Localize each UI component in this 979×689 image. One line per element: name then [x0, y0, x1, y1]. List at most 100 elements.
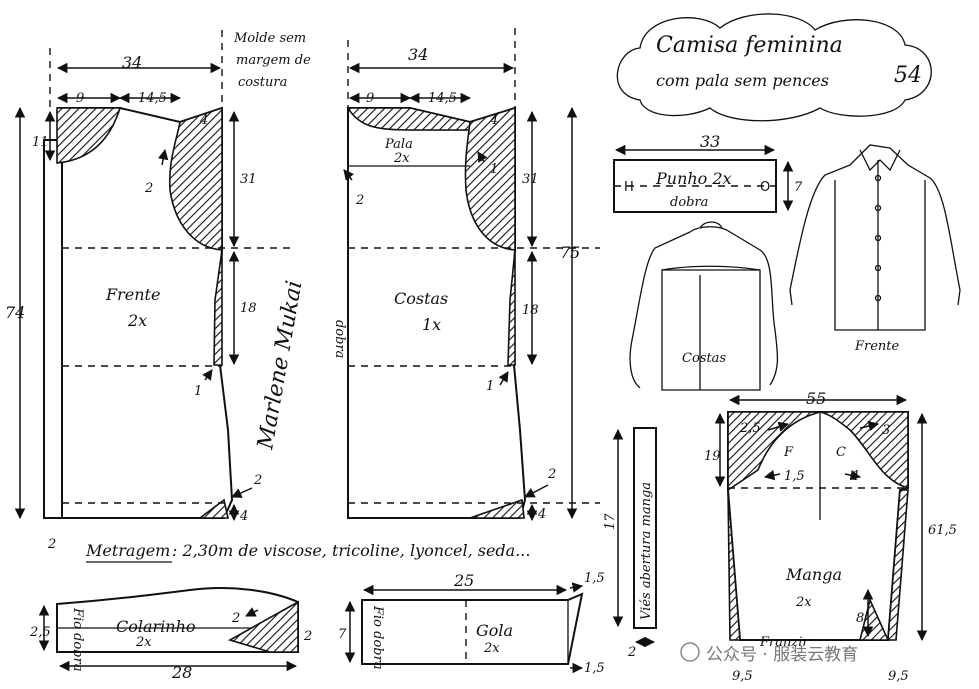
- metragem-text: : 2,30m de viscose, tricoline, lyoncel, …: [172, 541, 530, 560]
- manga-qty: 2x: [795, 595, 812, 610]
- manga-cuff-right: 9,5: [888, 669, 909, 684]
- frente-qty: 2x: [127, 311, 147, 330]
- manga-cap-right: 3: [882, 423, 890, 438]
- gola-fold: Fio dobra: [370, 605, 385, 670]
- gola-bottom-ext: 1,5: [584, 661, 605, 676]
- manga-back: C: [836, 445, 846, 460]
- costas-mark-2: 1: [490, 162, 498, 177]
- costas-neck-hatch: [346, 107, 471, 131]
- frente-armhole-hatch: [168, 106, 223, 251]
- costas-sketch: Costas: [629, 221, 779, 391]
- frente-side: 18: [240, 301, 257, 316]
- gola-label: Gola: [476, 621, 513, 640]
- manga-slit: 8: [856, 611, 864, 626]
- frente-hem-hatch: [197, 498, 229, 519]
- frente-neck-depth: 11: [32, 135, 49, 150]
- costas-drop: 4: [489, 113, 498, 128]
- manga-label: Manga: [785, 565, 842, 584]
- manga-side-hatch-left: [727, 489, 741, 641]
- costas-sketch-label: Costas: [682, 351, 726, 366]
- punho-piece: 33 7 H O Punho 2x dobra: [613, 132, 803, 213]
- watermark-text: 公众号 · 服装云教育: [706, 645, 858, 665]
- frente-placket: [43, 139, 63, 519]
- watermark: 公众号 · 服装云教育: [680, 642, 858, 665]
- frente-side-hatch: [213, 249, 223, 366]
- costas-neck: 9: [366, 91, 374, 106]
- colarinho-label: Colarinho: [116, 617, 196, 636]
- svg-text:costura: costura: [238, 75, 287, 90]
- metragem: Metragem : 2,30m de viscose, tricoline, …: [85, 541, 530, 563]
- title-line2: com pala sem pences: [656, 71, 829, 90]
- manga-cap-left: 2,5: [739, 421, 761, 436]
- frente-drop: 4: [199, 113, 208, 128]
- costas-piece: 34 9 14,5 4 31 18 75 4 2 1 1 2 Pala 2x C…: [332, 28, 600, 522]
- colarinho-end: 2: [303, 629, 312, 644]
- svg-text:Molde sem: Molde sem: [233, 31, 306, 46]
- frente-label: Frente: [105, 285, 160, 304]
- costas-side: 18: [522, 303, 539, 318]
- manga-front: F: [783, 445, 794, 460]
- title-number: 54: [894, 63, 922, 88]
- colarinho-hatch: [227, 600, 299, 653]
- colarinho-qty: 2x: [135, 635, 152, 650]
- vies-width: 2: [627, 645, 636, 660]
- colarinho-fold: Fio dobra: [70, 607, 85, 672]
- colarinho-width: 28: [171, 663, 192, 682]
- frente-neck: 9: [76, 91, 84, 106]
- costas-mark-4: 2: [547, 467, 556, 482]
- vies-piece: 17 2 Viés abertura manga: [603, 427, 657, 660]
- frente-width: 34: [122, 53, 142, 72]
- metragem-label: Metragem: [85, 541, 170, 560]
- colarinho-height: 2,5: [29, 625, 51, 640]
- manga-cap-hatch-right: [819, 411, 909, 490]
- molde-note: Molde sem margem de costura: [233, 31, 311, 90]
- costas-mark-1: 2: [355, 193, 364, 208]
- manga-cuff-left: 9,5: [732, 669, 753, 684]
- vies-label: Viés abertura manga: [639, 482, 654, 620]
- manga-side-hatch-right: [887, 489, 909, 641]
- costas-qty: 1x: [422, 315, 441, 334]
- manga-mark-left: 1,5: [784, 469, 805, 484]
- manga-cap-hatch-left: [727, 411, 821, 492]
- punho-button: H: [624, 180, 634, 195]
- manga-gather: Franzir: [759, 635, 809, 650]
- punho-hole: O: [760, 180, 770, 195]
- gola-piece: 25 7 1,5 1,5 Gola 2x Fio dobra: [338, 571, 605, 676]
- gola-height: 7: [338, 627, 347, 642]
- costas-width: 34: [408, 45, 428, 64]
- frente-sketch-label: Frente: [854, 339, 900, 354]
- frente-piece: 34 9 14,5 4 11 31 18 74 2 4 2 1 2 Frente…: [5, 30, 292, 552]
- costas-label: Costas: [394, 289, 448, 308]
- costas-hem-hatch: [469, 498, 525, 519]
- costas-side-hatch: [507, 249, 516, 366]
- costas-hem-side: 4: [537, 507, 546, 522]
- colarinho-mark: 2: [231, 611, 240, 626]
- frente-sketch: Frente: [789, 144, 961, 354]
- gola-top-ext: 1,5: [584, 571, 605, 586]
- manga-piece: 55 19 61,5 9,5 9,5 8 2,5 3 1,5 1 F C Man…: [704, 389, 957, 684]
- title-cloud: Camisa feminina com pala sem pences 54: [616, 13, 932, 122]
- vies-length: 17: [603, 513, 618, 530]
- manga-mark-right: 1: [852, 469, 860, 484]
- costas-mark-3: 1: [486, 379, 494, 394]
- costas-armhole-hatch: [464, 106, 516, 251]
- costas-length: 75: [560, 243, 580, 262]
- punho-label: Punho 2x: [655, 169, 732, 188]
- frente-length: 74: [5, 303, 25, 322]
- manga-width: 55: [806, 389, 826, 408]
- frente-mark-3: 2: [253, 473, 262, 488]
- colarinho-piece: 28 2,5 2 2 Colarinho 2x Fio dobra: [29, 587, 312, 682]
- pala-label: Pala: [384, 137, 413, 152]
- gola-width: 25: [453, 571, 474, 590]
- costas-shoulder: 14,5: [428, 91, 457, 106]
- punho-fold: dobra: [670, 195, 708, 210]
- manga-length: 61,5: [928, 523, 957, 538]
- costas-armhole: 31: [522, 172, 539, 187]
- manga-cap-height: 19: [704, 449, 721, 464]
- frente-hem-side: 4: [239, 509, 248, 524]
- svg-text:margem de: margem de: [236, 53, 311, 68]
- pala-qty: 2x: [393, 151, 410, 166]
- frente-armhole: 31: [240, 172, 257, 187]
- frente-bottom: 2: [47, 537, 56, 552]
